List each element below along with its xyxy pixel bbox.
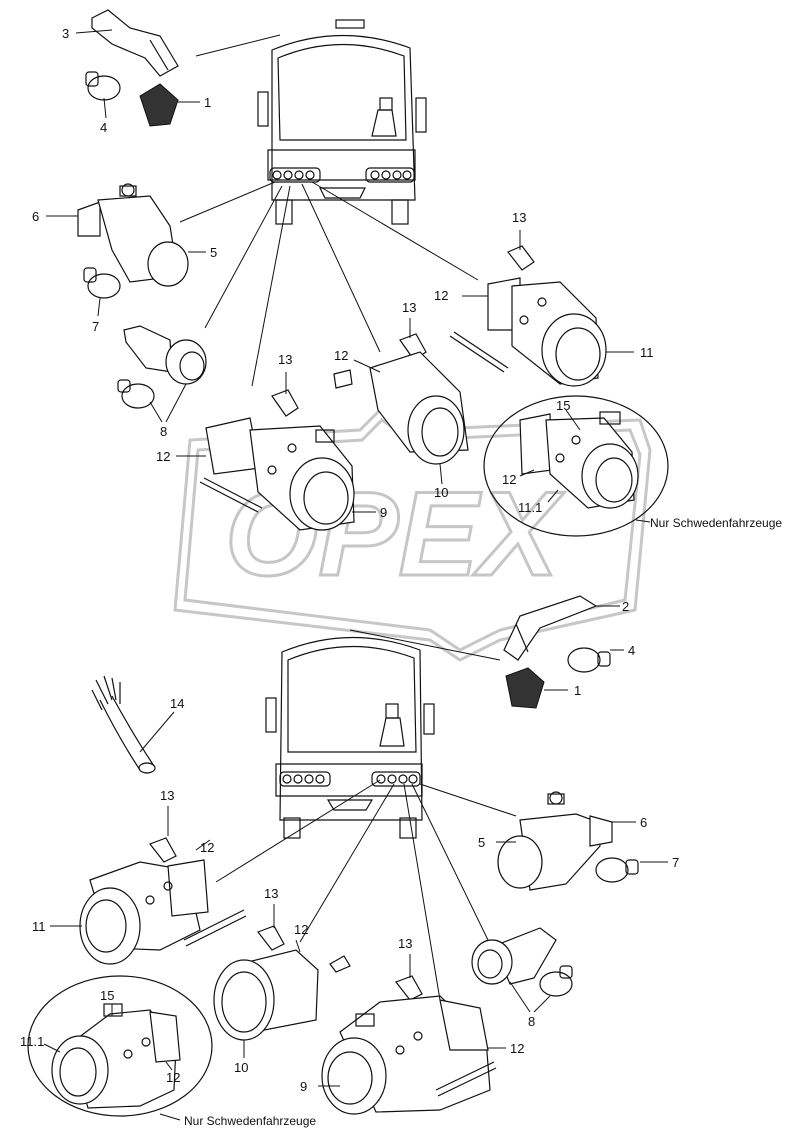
part-11-headlight: 13 12 11 — [311, 181, 654, 387]
label-15-bottom: 15 — [100, 988, 114, 1003]
sweden-detail-bottom: 15 11.1 12 Nur Schwedenfahrzeuge — [20, 975, 316, 1128]
label-4-bottom: 4 — [628, 643, 635, 658]
bus-front-top — [257, 19, 427, 225]
label-14: 14 — [170, 696, 184, 711]
part-1-lens: 1 — [139, 83, 211, 127]
label-5-bottom: 5 — [478, 835, 485, 850]
part-10-mounting-ring: 13 12 10 — [301, 183, 469, 500]
sweden-detail-top: 15 12 11.1 Nur Schwedenfahrzeuge — [483, 395, 782, 537]
label-12-a: 12 — [434, 288, 448, 303]
label-9-top: 9 — [380, 505, 387, 520]
label-6-bottom: 6 — [640, 815, 647, 830]
label-11-1-bottom: 11.1 — [20, 1034, 44, 1049]
part-10-ring-bottom: 13 12 10 — [213, 783, 395, 1075]
label-7-top: 7 — [92, 319, 99, 334]
part-7-bulb: 7 — [83, 267, 121, 334]
label-13-b-bottom: 13 — [264, 886, 278, 901]
label-5-top: 5 — [210, 245, 217, 260]
label-12-d: 12 — [502, 472, 516, 487]
part-14-cable: 14 — [91, 675, 184, 774]
label-12-d-bottom: 12 — [510, 1041, 524, 1056]
part-11-headlight-bottom: 13 12 11 — [32, 779, 381, 965]
part-8-small-lamp: 8 — [117, 185, 283, 439]
label-13-c-bottom: 13 — [398, 936, 412, 951]
part-9-headlight: 13 12 9 — [156, 185, 387, 531]
part-3-marker-housing: 3 — [62, 9, 281, 77]
part-1-lens-bottom: 1 — [505, 667, 581, 709]
label-11-1-top: 11.1 — [518, 500, 542, 515]
label-12-c: 12 — [156, 449, 170, 464]
label-9-bottom: 9 — [300, 1079, 307, 1094]
label-3: 3 — [62, 26, 69, 41]
label-12-a-bottom: 12 — [200, 840, 214, 855]
label-7-bottom: 7 — [672, 855, 679, 870]
label-11-top: 11 — [640, 345, 654, 360]
label-15-top: 15 — [556, 398, 570, 413]
label-6-top: 6 — [32, 209, 39, 224]
label-13-c: 13 — [278, 352, 292, 367]
part-4-bulb: 4 — [85, 71, 121, 135]
part-2-marker-housing: 2 — [349, 595, 629, 661]
label-12-c-bottom: 12 — [166, 1070, 180, 1085]
note-sweden-bottom: Nur Schwedenfahrzeuge — [184, 1114, 316, 1128]
part-9-headlight-bottom: 12 9 — [300, 783, 524, 1115]
label-1-top: 1 — [204, 95, 211, 110]
label-12-b: 12 — [334, 348, 348, 363]
label-13-b: 13 — [402, 300, 416, 315]
label-2-bottom: 2 — [622, 599, 629, 614]
label-13-a: 13 — [512, 210, 526, 225]
part-5-6-lamp-housing: 6 5 — [32, 181, 276, 287]
label-11-bottom: 11 — [32, 919, 46, 934]
label-13-a-bottom: 13 — [160, 788, 174, 803]
part-7-bulb-bottom: 7 — [595, 855, 679, 883]
label-12-b-bottom: 12 — [294, 922, 308, 937]
part-5-6-lamp-housing-bottom: 6 5 — [419, 783, 647, 891]
part-8-small-lamp-bottom: 13 8 — [395, 783, 573, 1029]
label-10-top: 10 — [434, 485, 448, 500]
note-sweden-top: Nur Schwedenfahrzeuge — [650, 516, 782, 530]
label-8-top: 8 — [160, 424, 167, 439]
part-4-bulb-bottom: 4 — [567, 643, 635, 673]
label-10-bottom: 10 — [234, 1060, 248, 1075]
bus-front-bottom — [265, 636, 435, 839]
label-8-bottom: 8 — [528, 1014, 535, 1029]
label-1-bottom: 1 — [574, 683, 581, 698]
label-4-top: 4 — [100, 120, 107, 135]
